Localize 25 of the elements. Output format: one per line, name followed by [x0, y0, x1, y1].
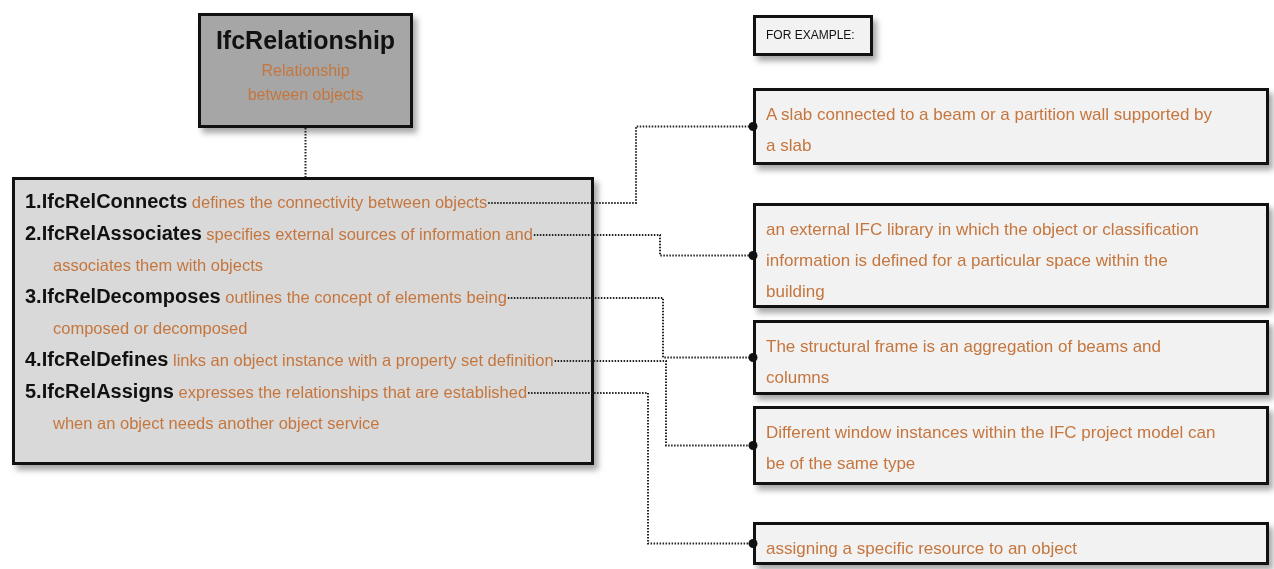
- example-text: an external IFC library in which the object or classification information is defined for a particular space within the building: [766, 220, 1199, 301]
- example-box: [753, 203, 1269, 308]
- list-item-text: 5.IfcRelAssigns expresses the relationships that are established when an object needs another object service: [25, 376, 566, 439]
- leader-line: [506, 297, 758, 362]
- subtitle-text: Relationship between objects: [246, 61, 365, 105]
- example-text: assigning a specific resource to an object: [766, 539, 1077, 558]
- connector-line: [304, 127, 307, 178]
- title-box: [198, 13, 413, 128]
- list-item-text: 1.IfcRelConnects defines the connectivity between objects: [25, 186, 566, 218]
- leader-line: [553, 360, 758, 450]
- example-text: Different window instances within the IFC project model can be of the same type: [766, 423, 1216, 473]
- example-box: [753, 406, 1269, 485]
- heading-text: FOR EXAMPLE:: [766, 28, 855, 42]
- example-text: A slab connected to a beam or a partition wall supported by a slab: [766, 105, 1213, 155]
- example-text: The structural frame is an aggregation of beams and columns: [766, 337, 1161, 387]
- example-box: [753, 320, 1269, 395]
- list-item-text: 4.IfcRelDefines links an object instance with a property set definition: [25, 344, 566, 376]
- example-box: [753, 88, 1269, 165]
- title-text: IfcRelationship: [214, 26, 397, 55]
- example-box: [753, 522, 1269, 565]
- heading-box: [753, 15, 873, 56]
- list-panel: [12, 177, 594, 465]
- leader-line: [527, 392, 758, 548]
- leader-line: [532, 234, 758, 260]
- leader-line: [487, 122, 758, 204]
